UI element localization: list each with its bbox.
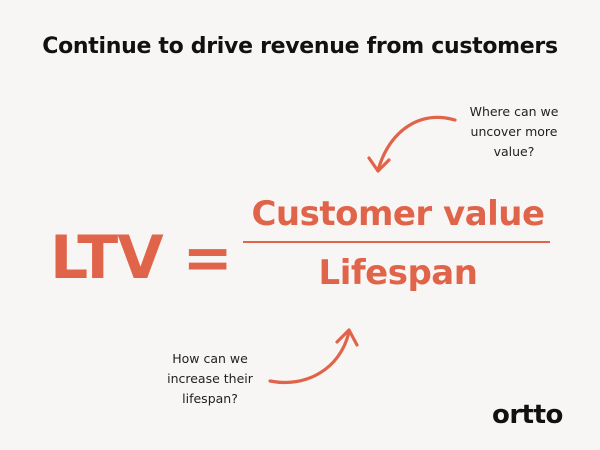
annotation-bottom: How can we increase their lifespan? xyxy=(167,351,253,406)
fraction-bar xyxy=(243,241,550,243)
ortto-logo: ortto xyxy=(492,400,563,430)
formula-denominator: Lifespan xyxy=(318,253,478,293)
curved-arrow-icon xyxy=(268,328,359,384)
formula-lhs: LTV = xyxy=(50,223,233,293)
annotation-top: Where can we uncover more value? xyxy=(469,104,559,159)
curved-arrow-icon xyxy=(367,115,457,173)
formula-numerator: Customer value xyxy=(251,194,545,234)
page-title: Continue to drive revenue from customers xyxy=(42,34,558,59)
